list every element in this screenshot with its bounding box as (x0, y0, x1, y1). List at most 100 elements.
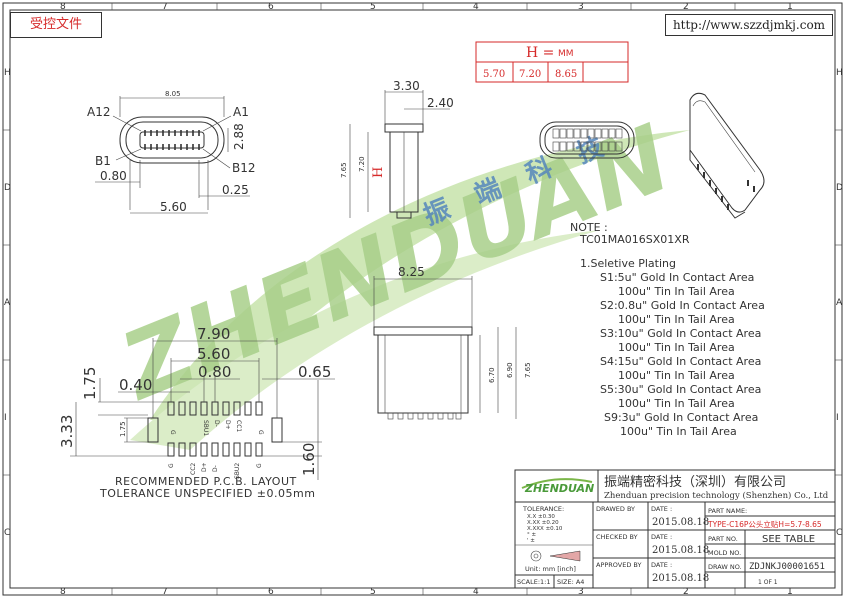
dim-790: 7.90 (197, 325, 230, 343)
note-line: 100u" Tin In Tail Area (618, 285, 735, 298)
pin-signal-label: D- (212, 465, 219, 472)
zone-letter: A (4, 298, 11, 308)
zone-num: 4 (473, 2, 479, 12)
pin-signal-label: G (168, 463, 175, 468)
mold-no-label: MOLD NO. (708, 549, 741, 557)
dim-560b: 5.60 (197, 345, 230, 363)
zone-num: 7 (162, 587, 168, 597)
zone-num: 1 (787, 587, 793, 597)
zone-letter: C (836, 528, 842, 538)
part-name-label: PART NAME: (708, 507, 747, 515)
dim-080b: 0.80 (198, 363, 231, 381)
note-line: 1.Seletive Plating (580, 257, 676, 270)
company-name-cn: 振端精密科技（深圳）有限公司 (604, 474, 786, 490)
note-heading: NOTE : (570, 221, 608, 234)
tolerance-row: ° ± (527, 532, 536, 538)
pin-label-a12: A12 (87, 105, 110, 119)
pin-signal-label: G (256, 463, 263, 468)
pin-signal-label: D+ (224, 420, 231, 430)
zone-num: 3 (578, 587, 584, 597)
part-no-label: PART NO. (708, 535, 738, 543)
dim-width: 8.05 (165, 90, 181, 98)
isometric-view (689, 92, 765, 219)
h-value: 5.70 (483, 69, 505, 80)
tolerance-label: TOLERANCE: (522, 505, 564, 513)
pin-signal-label: G (169, 430, 176, 435)
top-view (539, 121, 635, 159)
projection-symbol-icon (530, 550, 542, 562)
date-value: 2015.08.18 (652, 517, 709, 528)
website-url[interactable]: http://www.szzdjmkj.com (665, 14, 833, 36)
zone-num: 2 (683, 587, 689, 597)
h-dimension-label: H (371, 167, 386, 178)
pin-signal-label: G (257, 430, 264, 435)
dim-333: 3.33 (58, 415, 76, 448)
zone-letter: A (836, 298, 843, 308)
pin-signal-label: D+ (201, 462, 208, 472)
dim-765: 7.65 (340, 162, 348, 178)
pin-label-a1: A1 (233, 105, 249, 119)
checked-by-label: CHECKED BY (596, 533, 638, 541)
company-name-en: Zhenduan precision technology (Shenzhen)… (604, 490, 829, 501)
date-value: 2015.08.18 (652, 545, 709, 556)
dim-065: 0.65 (298, 363, 331, 381)
pin-signal-label: D- (213, 420, 220, 427)
inner-frame (9, 9, 836, 589)
tolerance-row: X.XXX ±0.10 (527, 526, 563, 532)
zone-num: 4 (473, 587, 479, 597)
zone-num: 2 (683, 2, 689, 12)
zone-num: 6 (268, 2, 274, 12)
zone-letter: H (836, 68, 843, 78)
zone-num: 6 (268, 587, 274, 597)
zone-num: 8 (60, 587, 66, 597)
pcb-tolerance: TOLERANCE UNSPECIFIED ±0.05mm (99, 487, 315, 500)
unit-label: Unit: mm [inch] (525, 565, 576, 573)
dim-330: 3.30 (393, 79, 420, 93)
dim-825: 8.25 (398, 265, 425, 279)
zone-num: 5 (370, 587, 376, 597)
pcb-layout: 7.90 5.60 0.80 0.40 0.65 1.75 3.33 1.75 … (58, 325, 335, 500)
pcb-layout-title: RECOMMENDED P.C.B. LAYOUT (115, 475, 297, 488)
note-line: S4:15u" Gold In Contact Area (600, 355, 761, 368)
dim-240: 2.40 (427, 96, 454, 110)
tolerance-row: X.X ±0.30 (527, 514, 555, 520)
notes: NOTE : TC01MA016SX01XR 1.Seletive Platin… (570, 221, 765, 438)
draw-no-label: DRAW NO. (708, 563, 742, 571)
h-value: 7.20 (519, 69, 541, 80)
note-line: 100u" Tin In Tail Area (618, 397, 735, 410)
zone-num: 8 (60, 2, 66, 12)
zone-letter: H (4, 68, 11, 78)
pin-signal-label: CC2 (190, 463, 197, 475)
dim-080: 0.80 (100, 169, 127, 183)
dim-720: 7.20 (358, 156, 366, 172)
title-block: ZHENDUAN 振端精密科技（深圳）有限公司 Zhenduan precisi… (514, 469, 836, 589)
note-line: S2:0.8u" Gold In Contact Area (600, 299, 765, 312)
side-view: 3.30 2.40 7.65 7.20 H (340, 79, 454, 219)
note-line: 100u" Tin In Tail Area (618, 341, 735, 354)
date-label: DATE : (651, 561, 672, 569)
h-value: 8.65 (555, 69, 577, 80)
scale-label: SCALE:1:1 (517, 578, 551, 586)
drawn-by-label: DRAWED BY (596, 505, 635, 513)
controlled-document-label: 受控文件 (10, 12, 102, 38)
part-no-value: SEE TABLE (762, 534, 815, 545)
note-line: 100u" Tin In Tail Area (620, 425, 737, 438)
zone-letter: D (4, 183, 11, 193)
zone-letter: I (836, 413, 839, 423)
zone-numbers: 8 7 6 5 4 3 2 1 8 7 6 5 4 3 2 1 H D A I … (4, 2, 843, 597)
tolerance-row: X.XX ±0.20 (527, 520, 559, 526)
h-table-title: H = (526, 45, 554, 61)
dim-025: 0.25 (222, 183, 249, 197)
part-name-value: TYPE-C16P公头立贴H=5.7-8.65 (707, 519, 822, 529)
zone-num: 5 (370, 2, 376, 12)
pin-label-b1: B1 (95, 154, 111, 168)
title-block-logo: ZHENDUAN (524, 482, 594, 495)
dim-175b: 1.75 (119, 421, 127, 437)
dim-690: 6.90 (506, 362, 514, 378)
zone-num: 1 (787, 2, 793, 12)
elevation-view: 8.25 6.70 6.90 7.65 (373, 265, 532, 420)
zone-letter: I (4, 413, 7, 423)
note-line: S3:10u" Gold In Contact Area (600, 327, 761, 340)
